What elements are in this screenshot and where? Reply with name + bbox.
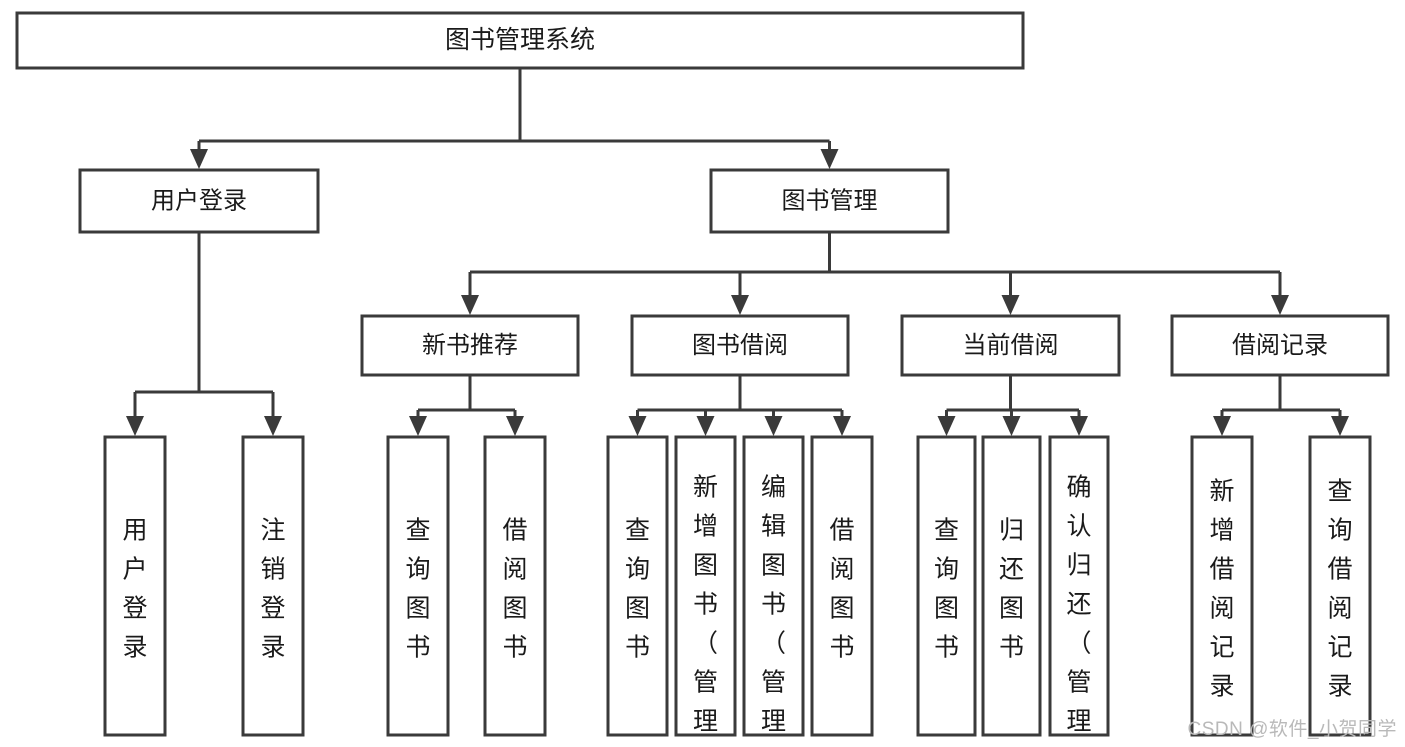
leaf-node[interactable]: 借阅图书 <box>483 435 547 737</box>
leaf-node-box <box>103 435 167 737</box>
leaf-node-box <box>674 435 737 737</box>
leaf-node-label: 查询图书 <box>625 516 650 661</box>
leaf-node[interactable]: 归还图书 <box>981 435 1042 737</box>
leaf-node[interactable]: 查询图书 <box>606 435 669 737</box>
leaf-node-label: 新增图书（管理员） <box>693 473 718 747</box>
leaf-node-box <box>606 435 669 737</box>
leaf-node-label: 借阅图书 <box>829 516 854 661</box>
leaf-node-box <box>981 435 1042 737</box>
level2-node-label: 新书推荐 <box>422 332 518 359</box>
arrow-head-icon <box>764 416 783 436</box>
arrow-head-icon <box>409 416 427 436</box>
arrow-head-icon <box>190 149 208 169</box>
arrow-head-icon <box>628 416 647 436</box>
leaf-node-box <box>241 435 305 737</box>
level1-node[interactable]: 用户登录 <box>78 168 320 234</box>
level1-node-box <box>78 168 320 234</box>
leaf-node-label: 借阅图书 <box>502 516 527 661</box>
leaf-node-box <box>1190 435 1254 737</box>
level2-node-box <box>630 314 850 377</box>
level1-node-label: 图书管理 <box>782 187 878 214</box>
leaf-node[interactable]: 用户登录 <box>103 435 167 737</box>
arrow-head-icon <box>1331 416 1349 436</box>
leaf-node[interactable]: 新增图书（管理员） <box>674 435 737 747</box>
leaf-node-box <box>742 435 805 737</box>
leaf-node[interactable]: 注销登录 <box>241 435 305 737</box>
leaf-node[interactable]: 确认归还（管理员） <box>1048 435 1110 747</box>
arrow-head-icon <box>1271 295 1289 315</box>
leaf-node[interactable]: 编辑图书（管理员） <box>742 435 805 747</box>
arrow-head-icon <box>126 416 144 436</box>
arrow-head-icon <box>1001 295 1020 315</box>
level2-node-box <box>900 314 1121 377</box>
arrow-head-icon <box>1070 416 1088 436</box>
leaf-node-box <box>483 435 547 737</box>
level1-node-box <box>709 168 950 234</box>
leaf-node-box <box>386 435 450 737</box>
level2-node[interactable]: 借阅记录 <box>1170 314 1390 377</box>
arrow-head-icon <box>696 416 715 436</box>
leaf-node[interactable]: 查询借阅记录 <box>1308 435 1372 737</box>
arrow-head-icon <box>1002 416 1021 436</box>
arrow-head-icon <box>461 295 479 315</box>
leaf-node-label: 编辑图书（管理员） <box>761 473 786 747</box>
leaf-node[interactable]: 查询图书 <box>916 435 977 737</box>
node-layer: 图书管理系统用户登录图书管理新书推荐图书借阅当前借阅借阅记录用户登录注销登录查询… <box>15 11 1390 747</box>
level2-node-box <box>1170 314 1390 377</box>
leaf-node-box <box>810 435 874 737</box>
leaf-node[interactable]: 新增借阅记录 <box>1190 435 1254 737</box>
leaf-node-label: 查询图书 <box>934 516 959 661</box>
watermark-text: CSDN @软件_小贺同学 <box>1187 719 1397 740</box>
leaf-node-box <box>1308 435 1372 737</box>
leaf-node-label: 查询图书 <box>405 516 430 661</box>
root-node-label: 图书管理系统 <box>445 26 595 54</box>
arrow-head-icon <box>264 416 282 436</box>
root-node-box <box>15 11 1025 70</box>
leaf-node-label: 新增借阅记录 <box>1209 477 1234 700</box>
level1-node-label: 用户登录 <box>151 187 247 214</box>
level2-node[interactable]: 当前借阅 <box>900 314 1121 377</box>
level2-node-label: 图书借阅 <box>692 332 788 359</box>
arrow-head-icon <box>937 416 956 436</box>
leaf-node-label: 注销登录 <box>260 516 285 661</box>
leaf-node-label: 用户登录 <box>122 516 147 661</box>
connector-layer <box>126 68 1349 436</box>
arrow-head-icon <box>833 416 851 436</box>
level2-node-label: 借阅记录 <box>1232 332 1328 359</box>
arrow-head-icon <box>731 295 749 315</box>
arrow-head-icon <box>1213 416 1231 436</box>
root-node[interactable]: 图书管理系统 <box>15 11 1025 70</box>
level2-node[interactable]: 新书推荐 <box>360 314 580 377</box>
leaf-node-label: 归还图书 <box>999 516 1024 661</box>
level2-node-label: 当前借阅 <box>963 332 1059 359</box>
arrow-head-icon <box>820 149 839 169</box>
leaf-node-box <box>1048 435 1110 737</box>
leaf-node-label: 确认归还（管理员） <box>1066 473 1091 747</box>
level1-node[interactable]: 图书管理 <box>709 168 950 234</box>
level2-node-box <box>360 314 580 377</box>
level2-node[interactable]: 图书借阅 <box>630 314 850 377</box>
leaf-node[interactable]: 借阅图书 <box>810 435 874 737</box>
leaf-node-label: 查询借阅记录 <box>1327 477 1352 700</box>
arrow-head-icon <box>506 416 524 436</box>
leaf-node-box <box>916 435 977 737</box>
leaf-node[interactable]: 查询图书 <box>386 435 450 737</box>
